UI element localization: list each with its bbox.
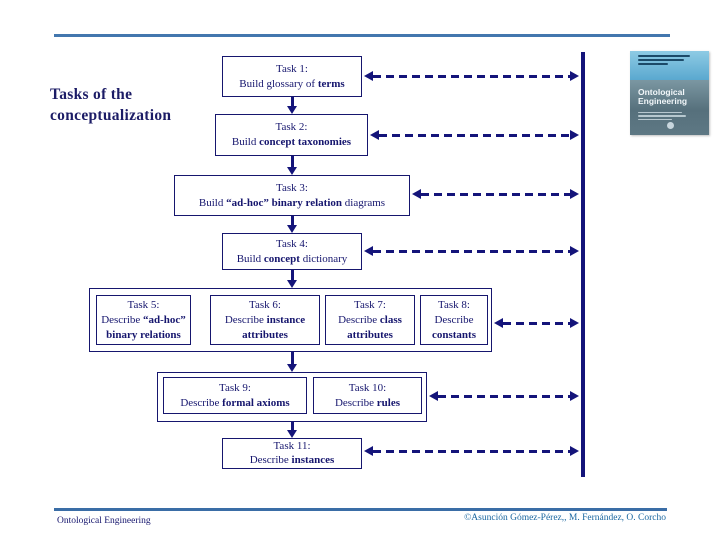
arrowhead-down-icon — [287, 106, 297, 114]
arrowhead-down-icon — [287, 167, 297, 175]
task-heading: Task 1: — [276, 62, 308, 75]
dashed-arrow-tasks5-8 — [494, 317, 579, 329]
task-description: Describe rules — [334, 396, 401, 409]
arrowhead-right-icon — [570, 246, 579, 256]
arrowhead-right-icon — [570, 318, 579, 328]
task-description: Build concept taxonomies — [231, 136, 352, 148]
task4-box: Task 4: Build concept dictionary — [222, 233, 362, 270]
footer-credits: ©Asunción Gómez-Pérez,, M. Fernández, O.… — [464, 513, 666, 523]
arrowhead-down-icon — [287, 430, 297, 438]
slide-title-line2: conceptualization — [50, 107, 172, 124]
arrowhead-down-icon — [287, 280, 297, 288]
arrowhead-left-icon — [364, 446, 373, 456]
task-heading: Task 10: — [348, 381, 387, 394]
book-cover-subtitle-lines — [638, 111, 703, 123]
task8-box: Task 8: Describe constants — [420, 295, 488, 345]
task5-box: Task 5: Describe “ad-hoc” binary relation… — [96, 295, 191, 345]
task-description: Describe instance attributes — [224, 313, 306, 341]
arrowhead-down-icon — [287, 364, 297, 372]
task9-box: Task 9: Describe formal axioms — [163, 377, 307, 414]
slide-title-line1: Tasks of the — [50, 86, 133, 103]
arrowhead-right-icon — [570, 130, 579, 140]
connector-task4-group — [286, 270, 298, 288]
task-heading: Task 6: — [249, 298, 281, 311]
bottom-horizontal-rule — [54, 508, 667, 511]
connector-task3-task4 — [286, 216, 298, 233]
top-horizontal-rule — [54, 34, 670, 37]
task-heading: Task 4: — [276, 237, 308, 250]
task-heading: Task 2: — [275, 121, 308, 133]
task-description: Build concept dictionary — [236, 252, 348, 265]
arrowhead-left-icon — [364, 246, 373, 256]
task-description: Describe formal axioms — [180, 396, 290, 409]
footer-book-title: Ontological Engineering — [57, 516, 151, 526]
task-heading: Task 7: — [354, 298, 386, 311]
dashed-arrow-task1 — [364, 70, 579, 82]
task-heading: Task 11: — [273, 440, 311, 452]
dashed-arrow-task3 — [412, 188, 579, 200]
task3-box: Task 3: Build “ad-hoc” binary relation di… — [174, 175, 410, 216]
arrowhead-left-icon — [364, 71, 373, 81]
book-cover-author-lines — [630, 51, 709, 80]
arrowhead-left-icon — [370, 130, 379, 140]
dashed-arrow-task11 — [364, 445, 579, 457]
task7-box: Task 7: Describe class attributes — [325, 295, 415, 345]
task-heading: Task 5: — [127, 298, 160, 311]
connector-tasks9-10-task11 — [286, 422, 298, 438]
arrowhead-right-icon — [570, 391, 579, 401]
connector-group-tasks9-10 — [286, 352, 298, 372]
arrowhead-down-icon — [287, 225, 297, 233]
dashed-arrow-task4 — [364, 245, 579, 257]
task6-box: Task 6: Describe instance attributes — [210, 295, 320, 345]
task-description: Build “ad-hoc” binary relation diagrams — [198, 196, 386, 209]
vertical-timeline-line — [581, 52, 585, 477]
task-heading: Task 3: — [276, 181, 308, 194]
connector-task1-task2 — [286, 97, 298, 114]
arrowhead-right-icon — [570, 189, 579, 199]
connector-task2-task3 — [286, 156, 298, 175]
task-description: Describe class attributes — [338, 313, 402, 341]
publisher-logo-icon — [667, 122, 674, 129]
dashed-arrow-tasks9-10 — [429, 390, 579, 402]
task1-box: Task 1: Build glossary of terms — [222, 56, 362, 97]
book-cover-title: Ontological Engineering — [638, 86, 688, 106]
task2-box: Task 2: Build concept taxonomies — [215, 114, 368, 156]
book-cover-body: Ontological Engineering — [630, 79, 709, 135]
arrowhead-left-icon — [494, 318, 503, 328]
task-heading: Task 8: — [438, 298, 470, 311]
task-description: Describe “ad-hoc” binary relations — [101, 313, 186, 341]
dashed-arrow-task2 — [370, 129, 579, 141]
task10-box: Task 10: Describe rules — [313, 377, 422, 414]
task-description: Describe instances — [249, 453, 335, 466]
arrowhead-left-icon — [429, 391, 438, 401]
arrowhead-right-icon — [570, 446, 579, 456]
task11-box: Task 11:Describe instances — [222, 438, 362, 469]
slide-title: Tasks of the conceptualization — [50, 84, 171, 126]
task-heading: Task 9: — [219, 381, 251, 394]
arrowhead-left-icon — [412, 189, 421, 199]
task-description: Describe constants — [431, 313, 476, 341]
task-description: Build glossary of terms — [239, 77, 345, 90]
arrowhead-right-icon — [570, 71, 579, 81]
book-cover: Ontological Engineering — [630, 51, 709, 135]
